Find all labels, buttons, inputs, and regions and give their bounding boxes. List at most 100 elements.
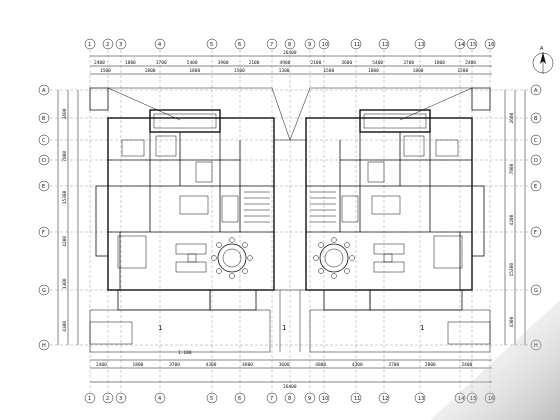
dimension-text: 3700	[403, 60, 414, 66]
dimension-text: 1500	[100, 68, 111, 74]
axis-label: 7	[270, 396, 273, 402]
dimension-text: 3700	[169, 362, 180, 368]
axis-bubble	[206, 392, 218, 404]
building-outline	[89, 87, 491, 353]
axis-label: 12	[382, 396, 388, 402]
axis-bubble	[304, 392, 316, 404]
axis-bubble	[102, 38, 114, 50]
dimension-text: 2400	[461, 362, 472, 368]
dimension-text: 4900	[280, 60, 291, 66]
axis-label: A	[534, 88, 538, 94]
axis-label: 3	[119, 396, 122, 402]
interior-partitions-left	[108, 118, 274, 290]
room-label-1: 1	[158, 324, 162, 332]
dimension-text: 15300	[62, 190, 68, 204]
axis-bubble	[414, 392, 426, 404]
north-label: A	[540, 46, 544, 52]
dimension-text: 2400	[94, 60, 105, 66]
dimension-text: 1800	[434, 60, 445, 66]
dimension-text: 1500	[234, 68, 245, 74]
axis-label: F	[42, 230, 45, 236]
axis-bubble	[102, 392, 114, 404]
axis-bubble	[115, 392, 127, 404]
dimension-text: 4300	[352, 362, 363, 368]
bottom-dimension-lines: 26400 1:100	[90, 350, 492, 390]
axis-label: H	[42, 343, 46, 349]
dimension-text: 4200	[62, 236, 68, 247]
axis-label: 16	[488, 42, 494, 48]
dimension-text: 3900	[218, 60, 229, 66]
axis-label: G	[534, 288, 538, 294]
axis-bubble	[38, 339, 50, 351]
dimension-text: 4800	[242, 362, 253, 368]
axis-bubble	[38, 112, 50, 124]
axis-label: 7	[270, 42, 273, 48]
axis-bubble	[38, 154, 50, 166]
dimension-text: 1800	[413, 68, 424, 74]
axis-bubble	[454, 38, 466, 50]
axis-label: 4	[158, 42, 161, 48]
dimension-text: 4800	[315, 362, 326, 368]
dimension-text: 1800	[125, 60, 136, 66]
axis-label: 9	[308, 42, 311, 48]
dimension-text: 3700	[156, 60, 167, 66]
interior-partitions-right	[306, 118, 472, 290]
dimension-text: 7800	[62, 151, 68, 162]
axis-label: 8	[288, 396, 291, 402]
room-label-3: 1	[420, 324, 424, 332]
axis-label: D	[42, 158, 46, 164]
axis-label: E	[534, 184, 537, 190]
dimension-text: 1300	[279, 68, 290, 74]
structural-grid-lines	[50, 50, 530, 392]
dimension-text: 2000	[425, 362, 436, 368]
axis-bubble	[284, 38, 296, 50]
dimension-text: 3600	[62, 108, 68, 119]
axis-bubble	[154, 392, 166, 404]
dimension-text: 7800	[509, 163, 515, 174]
staircase-left	[244, 191, 270, 223]
axis-label: 5	[210, 396, 213, 402]
axis-bubble	[318, 38, 330, 50]
axis-label: 2	[106, 42, 109, 48]
left-dimension-lines	[57, 90, 79, 345]
axis-label: G	[42, 288, 46, 294]
dimension-text: 3600	[341, 60, 352, 66]
dimension-text: 1800	[189, 68, 200, 74]
dimension-text: 1500	[457, 68, 468, 74]
axis-label: 14	[458, 42, 464, 48]
dimension-text: 5400	[372, 60, 383, 66]
dimension-text: 1800	[368, 68, 379, 74]
axis-bubble	[115, 38, 127, 50]
axis-bubble	[266, 392, 278, 404]
dimension-text: 1800	[145, 68, 156, 74]
dimension-text: 4300	[62, 321, 68, 332]
sofa-left	[175, 243, 207, 273]
axis-bubble	[378, 392, 390, 404]
dimension-text: 4300	[206, 362, 217, 368]
axis-bubble	[530, 226, 542, 238]
axis-bubble	[84, 38, 96, 50]
axis-label: 13	[418, 42, 424, 48]
dimension-text: 5400	[187, 60, 198, 66]
axis-bubble	[38, 226, 50, 238]
room-label-2: 1	[282, 324, 286, 332]
dimension-text: 2100	[310, 60, 321, 66]
dimension-text: 3600	[279, 362, 290, 368]
axis-label: 12	[382, 42, 388, 48]
dimension-text: 4200	[509, 214, 515, 225]
axis-label: 11	[354, 42, 360, 48]
scale-note: 1:100	[178, 350, 192, 356]
axis-bubble	[38, 134, 50, 146]
axis-label: 6	[238, 42, 241, 48]
axis-bubble	[530, 180, 542, 192]
axis-bubble	[378, 38, 390, 50]
